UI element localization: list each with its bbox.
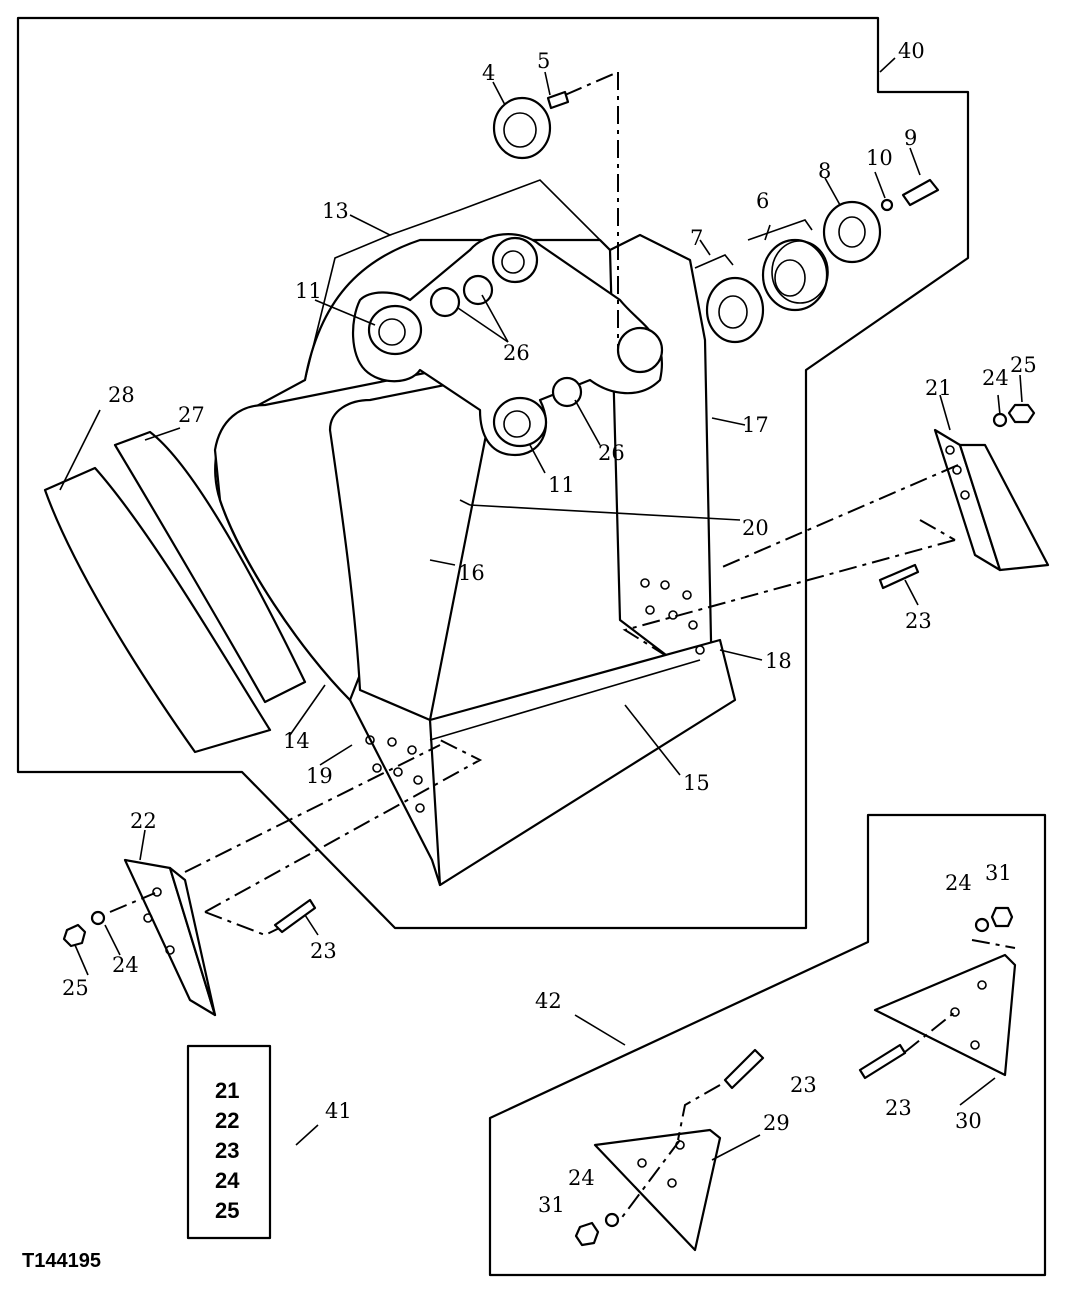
callout-4: 4 — [482, 61, 495, 85]
callout-26-lower: 26 — [598, 441, 625, 465]
callout-42: 42 — [535, 989, 562, 1013]
callout-9: 9 — [904, 126, 917, 150]
bushing-11-upper — [367, 304, 423, 356]
callout-6: 6 — [756, 189, 769, 213]
callout-15: 15 — [683, 771, 710, 795]
callout-31-g42b: 31 — [538, 1193, 565, 1217]
part-24-washer-left — [90, 910, 106, 926]
left-bolt-holes — [365, 735, 425, 813]
kit-41-box — [186, 1044, 272, 1240]
part-30-corner-plate — [873, 953, 1017, 1077]
callout-7: 7 — [690, 226, 703, 250]
part-24-washer-right — [992, 412, 1008, 428]
bucket-wrapper — [328, 378, 488, 722]
callout-28: 28 — [108, 383, 135, 407]
kit-41-list: 21 22 23 24 25 — [215, 1078, 240, 1223]
spacer-26-upper — [429, 286, 461, 318]
callout-14: 14 — [283, 729, 310, 753]
callout-23-left: 23 — [310, 939, 337, 963]
spacer-26-lower — [551, 376, 583, 408]
callout-30: 30 — [955, 1109, 982, 1133]
part-31-nut-30 — [990, 906, 1014, 928]
callout-17: 17 — [742, 413, 769, 437]
right-side-plate — [608, 233, 714, 692]
part-27-wear-strip — [113, 430, 307, 704]
callout-10: 10 — [866, 146, 893, 170]
right-bolt-holes — [640, 578, 705, 655]
callout-26-upper: 26 — [503, 341, 530, 365]
callout-23-right: 23 — [905, 609, 932, 633]
callout-20: 20 — [742, 516, 769, 540]
leader-lines — [59, 57, 1023, 1161]
kit-41-item: 21 — [215, 1078, 239, 1103]
callout-24-right: 24 — [982, 366, 1009, 390]
hinge-boss-plate — [351, 233, 663, 457]
kit-41-item: 22 — [215, 1108, 239, 1133]
callouts: 40 4 5 9 10 8 13 6 7 11 26 28 27 17 26 1… — [62, 39, 1037, 1217]
callout-5: 5 — [537, 49, 550, 73]
part-23-bolt-29 — [723, 1048, 765, 1090]
bushing-upper-right — [491, 236, 539, 284]
part-28-wear-strip — [43, 466, 272, 754]
part-9-bolt — [901, 178, 940, 207]
bushing-11-lower — [492, 396, 548, 448]
callout-29: 29 — [763, 1111, 790, 1135]
part-24-washer-29 — [604, 1212, 620, 1228]
callout-31-g42: 31 — [985, 861, 1012, 885]
callout-16: 16 — [458, 561, 485, 585]
part-10-washer — [880, 198, 894, 212]
callout-23-g42b: 23 — [885, 1096, 912, 1120]
kit-41-item: 23 — [215, 1138, 239, 1163]
group-42-outline — [488, 813, 1047, 1277]
kit-41-item: 25 — [215, 1198, 239, 1223]
part-23-bolt-30 — [858, 1043, 907, 1080]
callout-18: 18 — [765, 649, 792, 673]
callout-24-g42b: 24 — [568, 1166, 595, 1190]
callout-40: 40 — [898, 39, 925, 63]
callout-27: 27 — [178, 403, 205, 427]
part-25-nut-right — [1007, 403, 1036, 424]
callout-11-upper: 11 — [295, 279, 322, 303]
bottom-edge — [429, 659, 701, 741]
callout-13: 13 — [322, 199, 349, 223]
callout-25-right: 25 — [1010, 353, 1037, 377]
part-29-corner-plate — [593, 1128, 722, 1252]
part-23-bolt-left — [273, 898, 317, 934]
bucket-assembly — [213, 71, 737, 887]
part-25-nut-left — [62, 923, 87, 948]
callout-23-g42a: 23 — [790, 1073, 817, 1097]
callout-41: 41 — [325, 1099, 352, 1123]
figure-id: T144195 — [22, 1250, 101, 1272]
callout-25-left: 25 — [62, 976, 89, 1000]
part-8-plate — [822, 200, 882, 264]
group-40-outline — [16, 16, 970, 930]
part-7-seal — [705, 276, 765, 344]
callout-11-lower: 11 — [548, 473, 575, 497]
part-5-grease-fitting — [546, 90, 570, 110]
bucket-bottom — [428, 638, 737, 887]
callout-19: 19 — [306, 764, 333, 788]
callout-24-g42: 24 — [945, 871, 972, 895]
callout-24-left: 24 — [112, 953, 139, 977]
part-22-side-cutter — [123, 858, 217, 1017]
callout-22: 22 — [130, 809, 157, 833]
spacer-26-mid — [462, 274, 494, 306]
part-6-shim-set — [761, 238, 829, 312]
part-21-side-cutter — [933, 428, 1050, 572]
part-4-pin — [492, 96, 552, 160]
callout-8: 8 — [818, 159, 831, 183]
bushing-right — [616, 326, 664, 374]
part-23-bolt-right — [878, 563, 920, 590]
part-24-washer-30 — [974, 917, 990, 933]
callout-21: 21 — [925, 376, 952, 400]
kit-41-item: 24 — [215, 1168, 240, 1193]
part-31-nut-29 — [574, 1221, 600, 1247]
